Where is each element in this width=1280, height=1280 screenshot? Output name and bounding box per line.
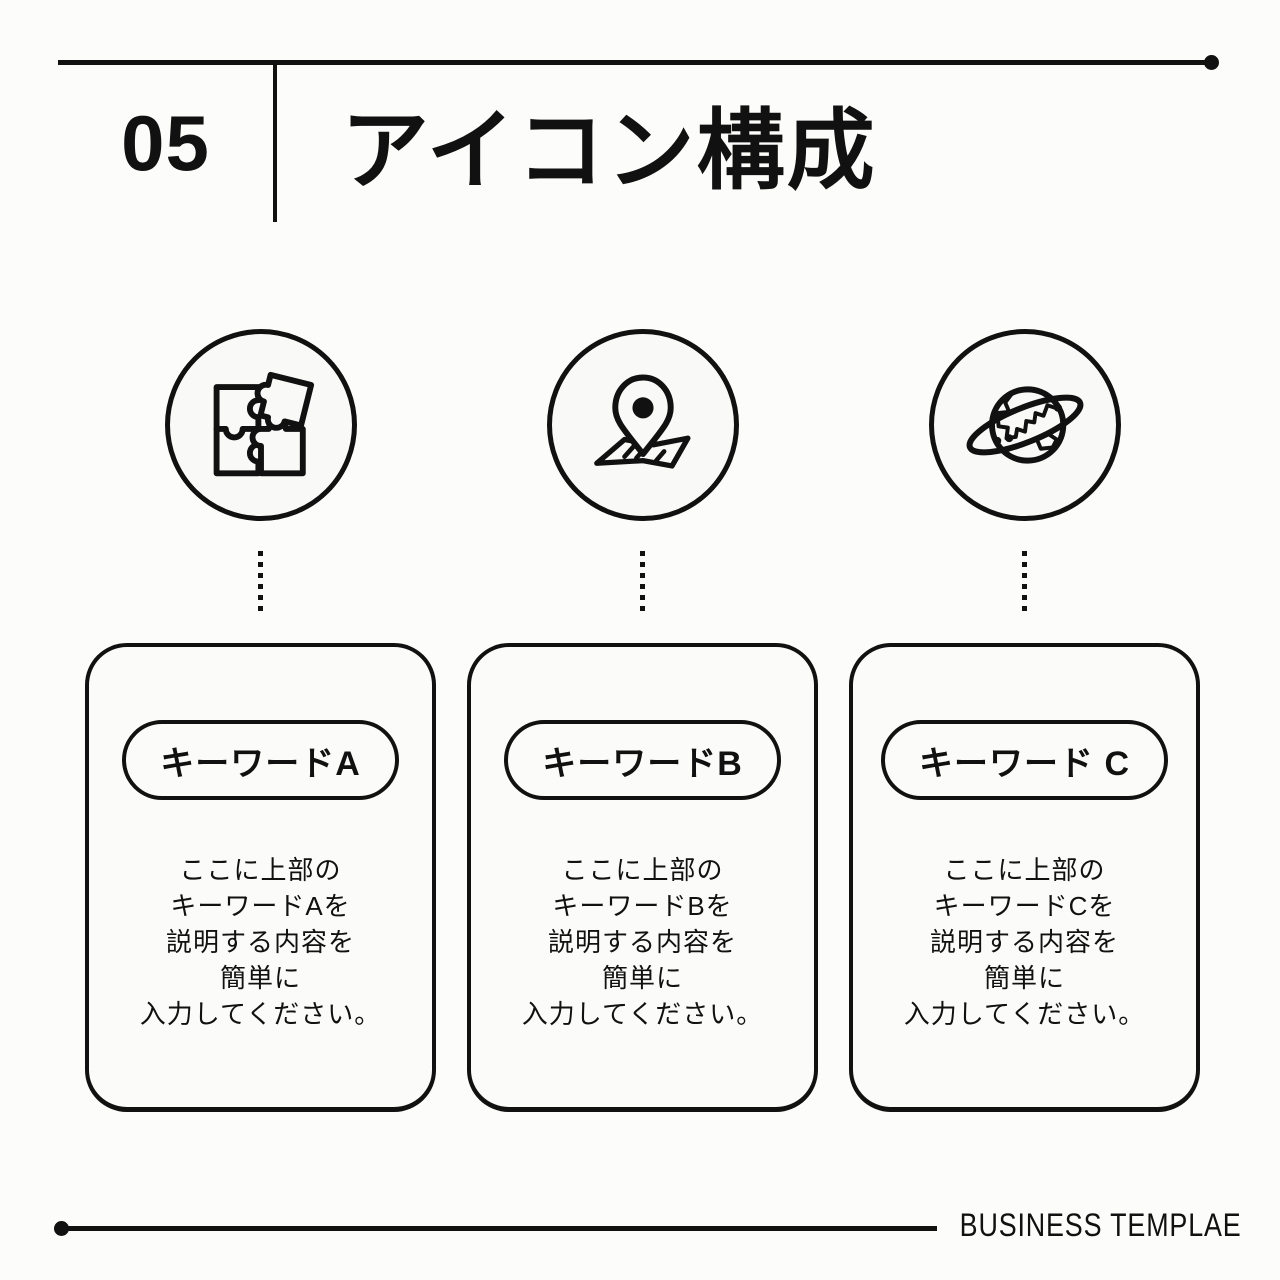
header-divider xyxy=(273,64,277,222)
icon-circle-2 xyxy=(546,329,739,521)
card-description-a: ここに上部の キーワードAを 説明する内容を 簡単に 入力してください。 xyxy=(139,855,382,1029)
footer-rule-start-dot xyxy=(54,1221,69,1236)
dotted-connector-2 xyxy=(640,551,645,613)
icon-circle-1 xyxy=(164,329,357,521)
keyword-badge-b: キーワードB xyxy=(504,720,781,800)
keyword-badge-c: キーワード C xyxy=(881,720,1168,800)
page-number: 05 xyxy=(121,98,210,187)
header-rule-end-dot xyxy=(1204,55,1219,70)
footer-rule xyxy=(54,1221,937,1236)
keyword-badge-a: キーワードA xyxy=(122,720,399,800)
connectors-row xyxy=(85,551,1200,613)
card-description-b: ここに上部の キーワードBを 説明する内容を 簡単に 入力してください。 xyxy=(521,855,764,1029)
planet-icon xyxy=(966,386,1083,464)
dotted-connector-3 xyxy=(1022,551,1027,613)
card-description-c: ここに上部の キーワードCを 説明する内容を 簡単に 入力してください。 xyxy=(903,855,1146,1029)
keyword-card-b: キーワードB ここに上部の キーワードBを 説明する内容を 簡単に 入力してくだ… xyxy=(467,643,818,1112)
icons-row xyxy=(85,329,1200,521)
keyword-card-c: キーワード C ここに上部の キーワードCを 説明する内容を 簡単に 入力してく… xyxy=(849,643,1200,1112)
map-pin-icon xyxy=(593,374,691,469)
puzzle-icon xyxy=(213,371,314,477)
dotted-connector-1 xyxy=(258,551,263,613)
footer-brand: BUSINESS TEMPLAE xyxy=(960,1207,1242,1243)
cards-row: キーワードA ここに上部の キーワードAを 説明する内容を 簡単に 入力してくだ… xyxy=(85,643,1200,1112)
icon-circle-3 xyxy=(928,329,1121,521)
keyword-card-a: キーワードA ここに上部の キーワードAを 説明する内容を 簡単に 入力してくだ… xyxy=(85,643,436,1112)
page-title: アイコン構成 xyxy=(341,100,877,200)
header-rule xyxy=(58,55,1219,70)
